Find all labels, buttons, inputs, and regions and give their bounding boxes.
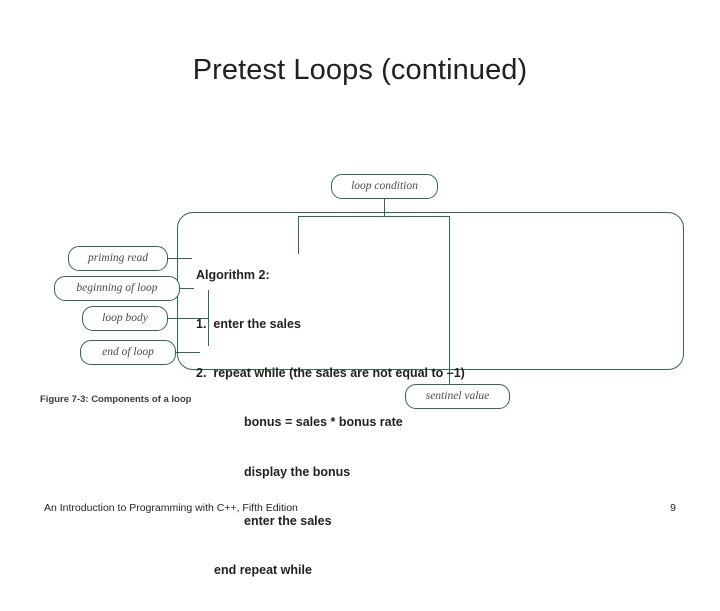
callout-end-of-loop-label: end of loop [102,345,154,358]
connector-end-of-loop [176,352,200,354]
algorithm-line-1: 1. enter the sales [196,317,301,332]
algorithm-heading: Algorithm 2: [196,267,270,282]
connector-priming-read [168,258,192,260]
callout-loop-condition-label: loop condition [351,179,418,192]
callout-end-of-loop: end of loop [80,340,176,365]
algorithm-line-4: display the bonus [244,464,351,479]
callout-priming-read: priming read [68,246,168,271]
callout-beginning-of-loop-label: beginning of loop [76,281,158,294]
algorithm-line-6: end repeat while [214,563,312,578]
connector-loop-condition-right [449,216,451,384]
footer-book-title: An Introduction to Programming with C++,… [44,502,298,514]
callout-beginning-of-loop: beginning of loop [54,276,180,301]
page-title: Pretest Loops (continued) [192,54,528,86]
callout-sentinel-value: sentinel value [405,384,510,409]
slide: Pretest Loops (continued) loop condition… [36,54,684,578]
connector-loop-body [168,318,208,320]
connector-loop-condition-bar [298,216,450,218]
connector-loop-body-vertical [208,290,210,346]
connector-beginning-of-loop [180,288,194,290]
callout-loop-condition: loop condition [331,174,438,199]
callout-sentinel-value-label: sentinel value [425,389,490,402]
figure-caption: Figure 7-3: Components of a loop [40,394,192,405]
algorithm-text: Algorithm 2: 1. enter the sales 2. repea… [196,234,465,611]
algorithm-line-5: enter the sales [244,513,332,528]
algorithm-line-2: 2. repeat while (the sales are not equal… [196,366,465,381]
callout-priming-read-label: priming read [88,251,148,264]
algorithm-line-3: bonus = sales * bonus rate [244,415,403,430]
footer-page-number: 9 [670,502,676,514]
figure-components-of-a-loop: loop condition priming read beginning of… [36,150,684,577]
connector-loop-condition-left [298,216,300,254]
connector-loop-condition-stem [384,199,386,217]
callout-loop-body-label: loop body [102,311,148,324]
callout-loop-body: loop body [82,306,168,331]
